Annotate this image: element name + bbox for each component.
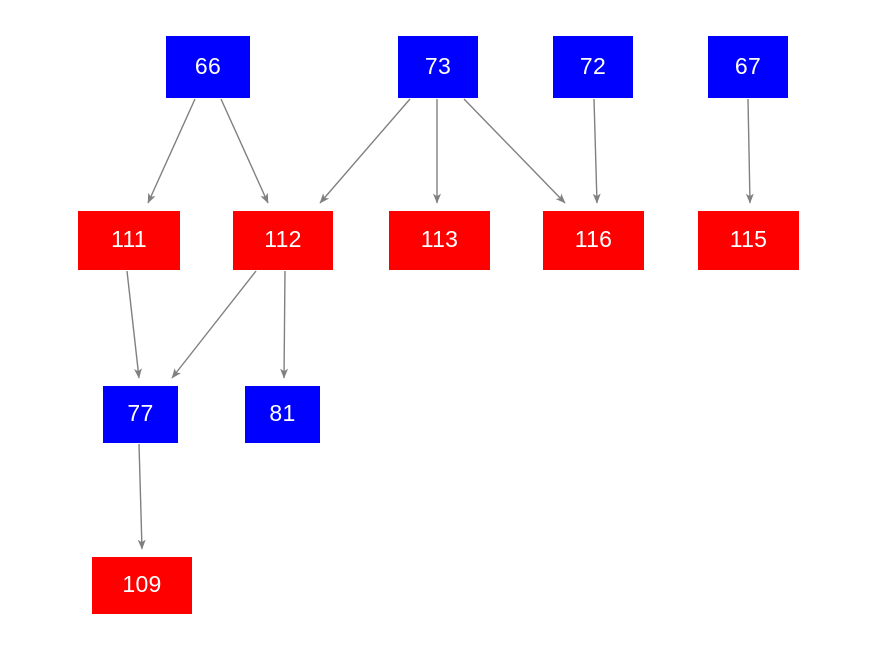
graph-node-73[interactable]: 73 (398, 36, 478, 98)
graph-node-115[interactable]: 115 (698, 211, 799, 270)
graph-node-label: 115 (729, 226, 768, 252)
graph-node-label: 109 (122, 571, 162, 597)
edge-112-to-81 (280, 270, 289, 379)
graph-node-113[interactable]: 113 (389, 211, 490, 270)
graph-node-label: 111 (111, 226, 147, 252)
edge-72-to-116 (592, 98, 601, 204)
edge-66-to-112 (220, 98, 269, 204)
graph-node-label: 113 (420, 226, 459, 252)
graph-node-116[interactable]: 116 (543, 211, 644, 270)
graph-node-111[interactable]: 111 (78, 211, 180, 270)
graph-node-label: 116 (574, 226, 613, 252)
edge-73-to-112 (319, 98, 411, 204)
graph-node-112[interactable]: 112 (233, 211, 333, 270)
edge-77-to-109 (137, 443, 146, 550)
edge-112-to-77 (171, 270, 257, 379)
graph-node-66[interactable]: 66 (166, 36, 250, 98)
graph-node-72[interactable]: 72 (553, 36, 633, 98)
graph-node-label: 77 (127, 400, 154, 426)
edge-111-to-77 (126, 270, 142, 379)
graph-node-81[interactable]: 81 (245, 386, 320, 443)
graph-node-77[interactable]: 77 (103, 386, 178, 443)
graph-node-label: 67 (734, 52, 762, 79)
edge-73-to-116 (463, 98, 566, 204)
graph-node-67[interactable]: 67 (708, 36, 788, 98)
graph-node-label: 72 (579, 52, 607, 79)
graph-node-109[interactable]: 109 (92, 557, 192, 614)
graph-node-label: 112 (264, 226, 302, 252)
edge-66-to-111 (147, 98, 196, 204)
graph-node-label: 73 (424, 52, 452, 79)
graph-node-label: 66 (194, 52, 222, 79)
graph-node-label: 81 (269, 400, 296, 426)
edges-group (126, 98, 754, 550)
edge-67-to-115 (745, 98, 754, 204)
